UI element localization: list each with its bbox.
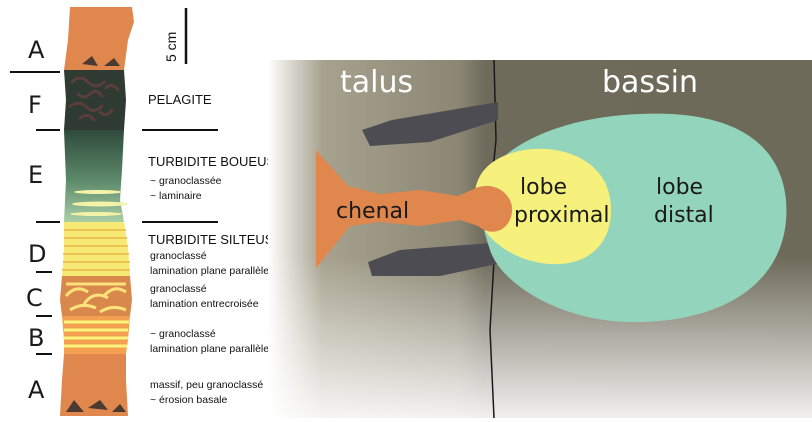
label-lobe-proximal-1: lobe xyxy=(520,175,567,200)
unit-label-a-bottom: A xyxy=(28,376,45,404)
label-lobe-distal-2: distal xyxy=(654,203,714,228)
desc-d-line1: granoclassé xyxy=(150,250,207,262)
desc-turbidite-boueuse: TURBIDITE BOUEUSE xyxy=(148,154,284,169)
desc-pelagite: PELAGITE xyxy=(148,92,212,107)
desc-b-line2: lamination plane parallèle xyxy=(150,343,269,355)
scale-label: 5 cm xyxy=(163,32,179,62)
label-lobe-proximal-2: proximal xyxy=(514,203,609,228)
unit-label-c: C xyxy=(26,284,43,312)
desc-e-line2: ~ laminaire xyxy=(150,190,202,202)
label-lobe-distal-1: lobe xyxy=(656,175,703,200)
map-view: talus bassin chenal lobe proximal lobe d… xyxy=(268,60,812,418)
unit-label-b: B xyxy=(28,324,44,352)
desc-a-line1: massif, peu granoclassé xyxy=(150,379,263,391)
desc-c-line2: lamination entrecroisée xyxy=(150,298,259,310)
unit-label-f: F xyxy=(28,91,42,119)
sedimentary-column xyxy=(60,7,134,416)
desc-e-line1: ~ granoclassée xyxy=(150,175,222,187)
label-chenal: chenal xyxy=(336,199,409,224)
desc-c-line1: granoclassé xyxy=(150,283,207,295)
unit-label-a-top: A xyxy=(28,36,45,64)
layer-a-top xyxy=(64,7,134,70)
unit-label-d: D xyxy=(28,240,46,268)
desc-turbidite-silteuse: TURBIDITE SILTEUSE xyxy=(148,232,282,247)
label-bassin: bassin xyxy=(602,65,698,100)
desc-b-line1: ~ granoclassé xyxy=(150,328,216,340)
desc-d-line2: lamination plane parallèle xyxy=(150,265,269,277)
layer-e xyxy=(64,130,124,222)
desc-a-line2: ~ érosion basale xyxy=(150,394,228,406)
unit-label-e: E xyxy=(28,161,43,189)
label-talus: talus xyxy=(340,65,413,100)
